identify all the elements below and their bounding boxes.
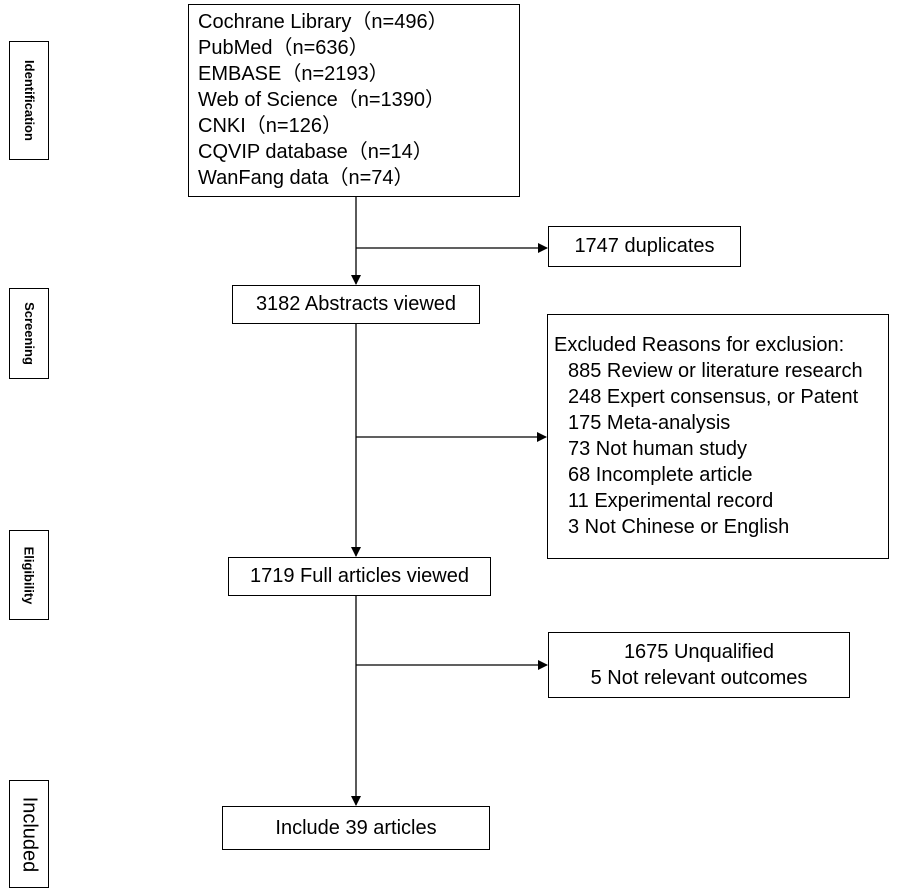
exclusion-reason: 11 Experimental record <box>568 490 774 512</box>
source-item: EMBASE（n=2193） <box>198 63 389 85</box>
source-item: CNKI（n=126） <box>198 115 342 137</box>
full-articles-box: 1719 Full articles viewed <box>228 557 491 596</box>
stage-eligibility: Eligibility <box>9 530 49 620</box>
duplicates-box: 1747 duplicates <box>548 226 741 267</box>
duplicates-label: 1747 duplicates <box>574 235 715 257</box>
source-item: WanFang data（n=74） <box>198 167 414 189</box>
sources-box: Cochrane Library（n=496） PubMed（n=636） EM… <box>188 4 520 197</box>
source-item: Cochrane Library（n=496） <box>198 11 448 33</box>
included-label: Include 39 articles <box>275 816 437 839</box>
source-item: PubMed（n=636） <box>198 37 369 59</box>
stage-included: Included <box>9 780 49 888</box>
stage-screening: Screening <box>9 288 49 379</box>
exclusion-reason: 73 Not human study <box>568 438 747 460</box>
abstracts-label: 3182 Abstracts viewed <box>255 293 457 315</box>
exclusion-reason: 175 Meta-analysis <box>568 412 731 434</box>
exclusion-box: Excluded Reasons for exclusion: 885 Revi… <box>547 314 889 559</box>
exclusion-reason: 248 Expert consensus, or Patent <box>568 386 859 408</box>
unqualified-box: 1675 Unqualified 5 Not relevant outcomes <box>548 632 850 698</box>
unqualified-line: 1675 Unqualified <box>623 641 775 663</box>
exclusion-reason: 885 Review or literature research <box>568 360 863 382</box>
source-item: Web of Science（n=1390） <box>198 89 446 111</box>
unqualified-line: 5 Not relevant outcomes <box>590 667 808 689</box>
stage-identification: Identification <box>9 41 49 160</box>
full-articles-label: 1719 Full articles viewed <box>250 565 469 587</box>
included-box: Include 39 articles <box>222 806 490 850</box>
exclusion-reason: 68 Incomplete article <box>568 464 753 486</box>
abstracts-box: 3182 Abstracts viewed <box>232 285 480 324</box>
source-item: CQVIP database（n=14） <box>198 141 433 163</box>
exclusion-reason: 3 Not Chinese or English <box>568 516 790 538</box>
exclusion-heading: Excluded Reasons for exclusion: <box>554 334 845 356</box>
